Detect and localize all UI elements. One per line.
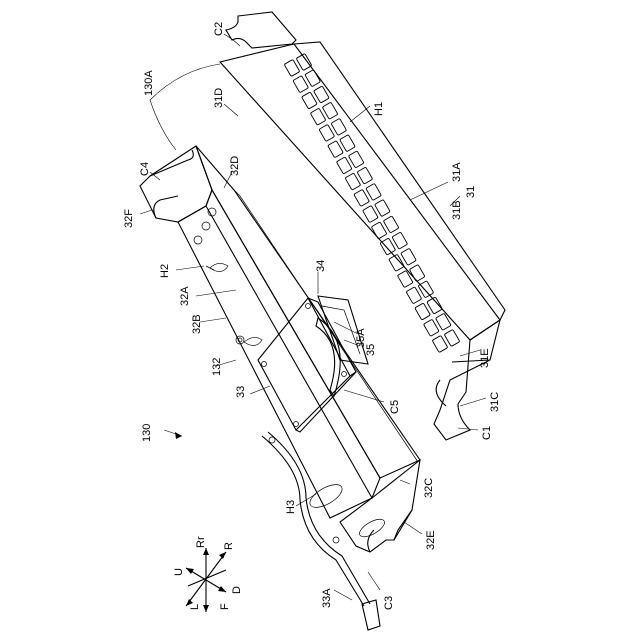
label-h2: H2 [159,264,171,278]
label-32b: 32B [191,314,203,334]
vent-slot [305,70,321,87]
label-31: 31 [465,186,477,198]
vent-slot [296,53,312,70]
vent-slot [328,141,344,158]
vent-slot [371,222,387,239]
label-h1: H1 [373,102,385,116]
vent-slot [383,216,399,233]
vent-slot [284,59,300,76]
vent-slot [444,329,460,346]
vent-slots-h1 [284,53,460,352]
label-32e: 32E [425,530,437,550]
vent-slot [366,183,382,200]
label-31c: 31C [489,392,501,412]
vent-slot [331,118,347,135]
label-132: 132 [211,358,223,376]
vent-slot [293,76,309,93]
vent-slot [409,265,425,282]
vent-slot [415,303,431,320]
fasteners [206,263,262,345]
label-h3: H3 [285,500,297,514]
label-31e: 31E [479,348,491,368]
dir-right: R [223,542,235,550]
vent-slot [348,151,364,168]
direction-indicator [186,548,226,612]
vent-slot [418,281,434,298]
dir-left: L [189,604,201,610]
label-c4: C4 [139,162,151,176]
vent-slot [345,173,361,190]
label-31d: 31D [213,88,225,108]
vent-slot [319,124,335,141]
dir-front: F [219,603,231,610]
label-33a: 33A [321,588,333,608]
vent-slot [357,167,373,184]
vent-slot [392,232,408,249]
vent-slot [423,319,439,336]
vent-slot [336,157,352,174]
label-32a: 32A [179,286,191,306]
vent-slot [354,189,370,206]
direction-labels: U Rr R D F L [173,536,243,610]
vent-slot [310,108,326,125]
label-c5: C5 [389,400,401,414]
chassis-32 [140,146,420,552]
label-33: 33 [235,386,247,398]
vent-slot [406,287,422,304]
vent-slot [397,271,413,288]
dir-down: D [231,586,243,594]
label-130: 130 [141,424,153,442]
label-32c: 32C [423,478,435,498]
label-32f: 32F [123,209,135,228]
label-31a: 31A [451,162,463,182]
label-35a: 35A [355,328,367,348]
dir-up: U [173,568,185,576]
dir-rear: Rr [195,536,207,548]
vent-slot [389,254,405,271]
label-31b: 31B [451,200,463,220]
vent-slot [363,206,379,223]
label-c2: C2 [213,22,225,36]
vent-slot [375,200,391,217]
vent-slot [322,102,338,119]
vent-slot [380,238,396,255]
vent-slot [432,335,448,352]
ref-arrow-head [175,432,182,439]
label-34: 34 [315,260,327,272]
label-c1: C1 [481,426,493,440]
label-c3: C3 [383,596,395,610]
label-32d: 32D [229,156,241,176]
vent-slot [340,135,356,152]
vent-slot [401,248,417,265]
label-130a: 130A [143,70,155,96]
vent-slot [427,297,443,314]
vent-slot [302,92,318,109]
